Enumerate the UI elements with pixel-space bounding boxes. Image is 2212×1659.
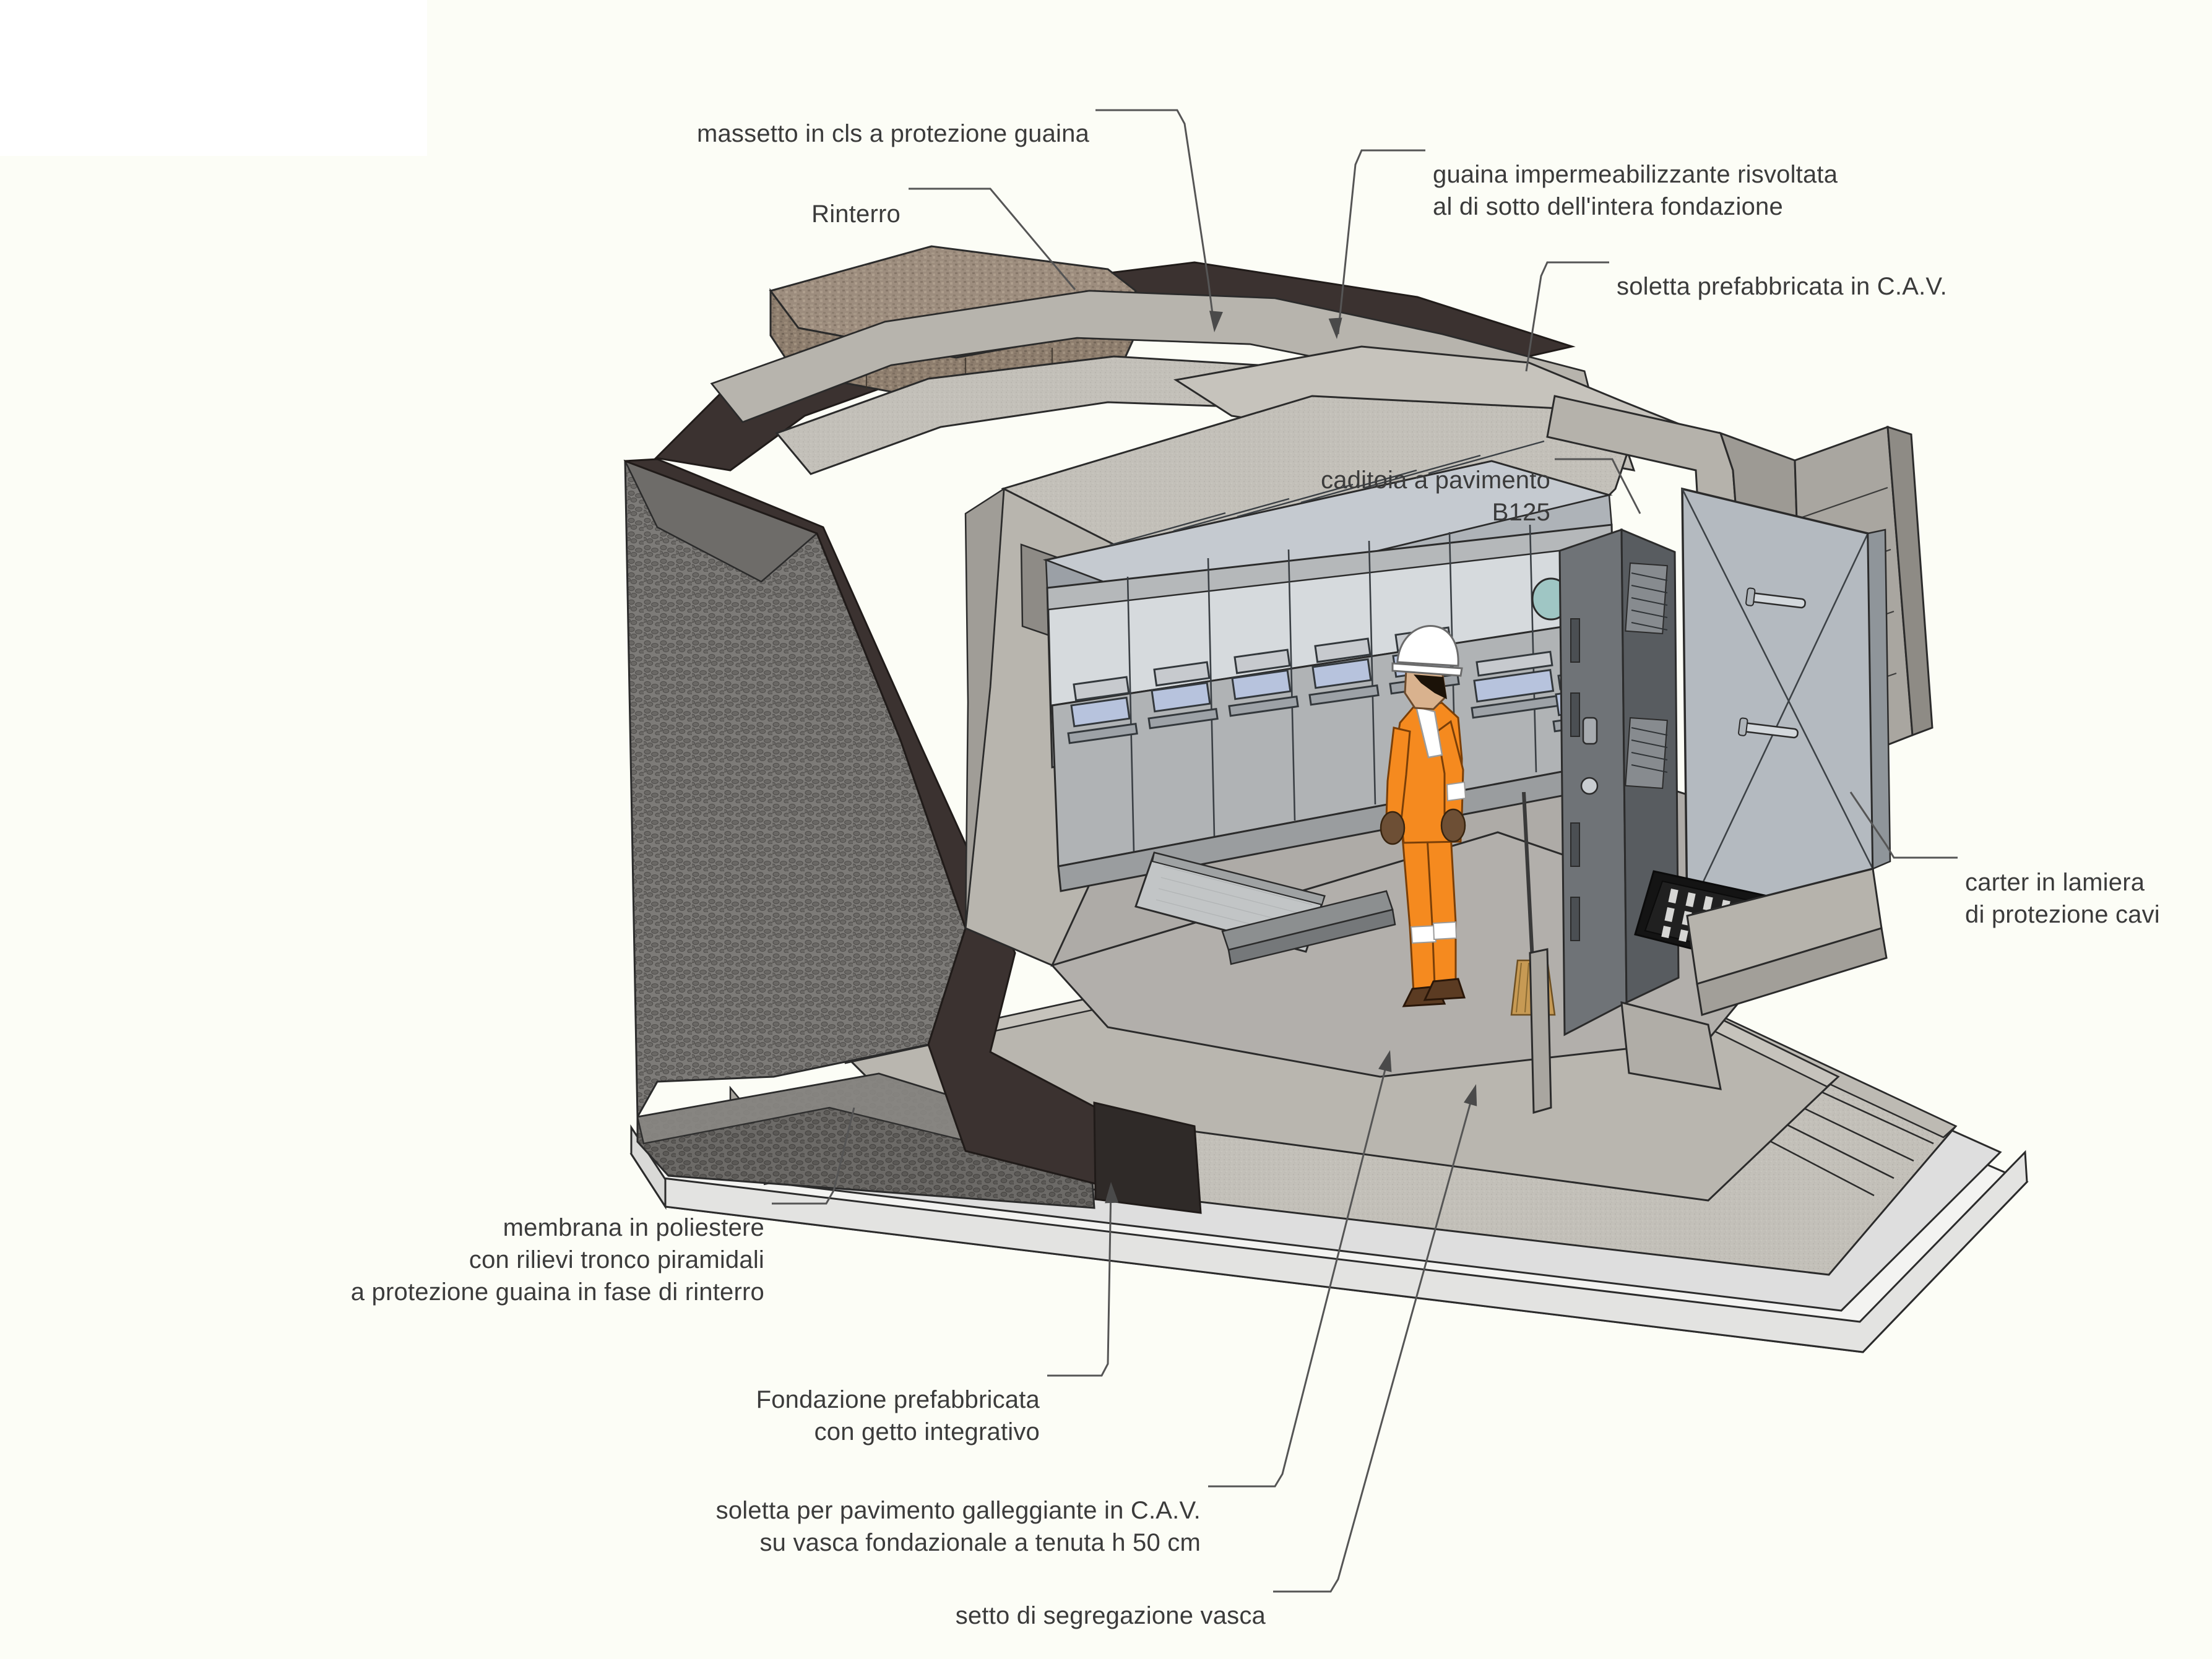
leader-rinterro: [909, 187, 1076, 290]
leader-setto-arrowhead: [1464, 1084, 1477, 1106]
label-membrana-poliestere: membrana in poliestere con rilievi tronco…: [351, 1212, 764, 1308]
label-soletta-pavimento-galleggiante: soletta per pavimento galleggiante in C.…: [716, 1494, 1201, 1559]
leader-guaina-arrowhead: [1328, 317, 1342, 339]
label-guaina-impermeabilizzante-line-1: guaina impermeabilizzante risvoltata: [1433, 161, 1838, 188]
door-handle-icon[interactable]: [1745, 587, 1806, 609]
leader-soletta-galleggiante: [1208, 1054, 1390, 1488]
label-guaina-impermeabilizzante: guaina impermeabilizzante risvoltata al d…: [1433, 158, 1838, 223]
label-guaina-impermeabilizzante-line-2: al di sotto dell'intera fondazione: [1433, 193, 1783, 220]
door-handle-icon[interactable]: [1738, 717, 1799, 739]
label-fondazione-prefabbricata-line-1: Fondazione prefabbricata: [756, 1386, 1040, 1413]
interior-right-sill: [1620, 868, 1888, 1090]
label-membrana-poliestere-line-3: a protezione guaina in fase di rinterro: [350, 1278, 764, 1306]
label-massetto-cls: massetto in cls a protezione guaina: [697, 118, 1089, 150]
cabinet-instrument-panel: [1308, 637, 1380, 706]
leader-fondazione: [1047, 1186, 1112, 1377]
label-membrana-poliestere-line-1: membrana in poliestere: [503, 1214, 764, 1241]
steel-access-door[interactable]: [1681, 487, 1891, 918]
leader-caditoia: [1555, 458, 1641, 514]
label-rinterro-line-1: Rinterro: [811, 200, 901, 228]
trench-cover-plate: [1134, 851, 1396, 965]
leader-setto: [1273, 1088, 1475, 1593]
cabinet-instrument-panel: [1228, 649, 1299, 717]
label-carter-lamiera: carter in lamiera di protezione cavi: [1965, 866, 2160, 931]
label-caditoia-pavimento-line-2: B125: [1492, 499, 1550, 526]
label-fondazione-prefabbricata: Fondazione prefabbricata con getto integr…: [756, 1384, 1040, 1448]
label-soletta-pavimento-galleggiante-line-1: soletta per pavimento galleggiante in C.…: [715, 1497, 1201, 1524]
label-membrana-poliestere-line-2: con rilievi tronco piramidali: [469, 1246, 764, 1273]
tank-segregation-partition: [1529, 948, 1552, 1114]
label-massetto-cls-line-1: massetto in cls a protezione guaina: [696, 120, 1089, 147]
leader-soletta-galleggiante-arrowhead: [1378, 1050, 1392, 1072]
cabinet-instrument-panel: [1067, 676, 1138, 744]
gravel-drainage-wedge: [623, 459, 1095, 1209]
leader-carter: [1849, 791, 1958, 859]
label-rinterro: Rinterro: [811, 198, 901, 230]
cable-protection-carter: [1558, 528, 1680, 1036]
label-fondazione-prefabbricata-line-2: con getto integrativo: [814, 1418, 1040, 1446]
leader-lines: [772, 109, 1958, 1593]
leader-massetto: [1095, 109, 1216, 329]
cabinet-instrument-panel: [1147, 661, 1219, 730]
label-carter-lamiera-line-1: carter in lamiera: [1965, 869, 2145, 896]
construction-worker: [1380, 625, 1467, 1007]
label-setto-segregazione-line-1: setto di segregazione vasca: [955, 1602, 1266, 1629]
leader-soletta-prefab: [1525, 261, 1609, 372]
label-carter-lamiera-line-2: di protezione cavi: [1965, 901, 2160, 928]
leader-guaina: [1337, 149, 1425, 335]
label-soletta-prefabbricata: soletta prefabbricata in C.A.V.: [1617, 270, 1947, 303]
label-setto-segregazione: setto di segregazione vasca: [956, 1600, 1266, 1632]
leader-fondazione-arrowhead: [1105, 1182, 1119, 1204]
label-soletta-prefabbricata-line-1: soletta prefabbricata in C.A.V.: [1617, 273, 1947, 300]
cabinet-instrument-panel: [1471, 650, 1559, 719]
leader-membrana: [772, 1107, 855, 1205]
leader-massetto-arrowhead: [1209, 311, 1223, 332]
label-caditoia-pavimento-line-1: caditoia a pavimento: [1321, 467, 1550, 494]
top-left-white-patch: [0, 0, 427, 156]
label-soletta-pavimento-galleggiante-line-2: su vasca fondazionale a tenuta h 50 cm: [759, 1529, 1201, 1556]
